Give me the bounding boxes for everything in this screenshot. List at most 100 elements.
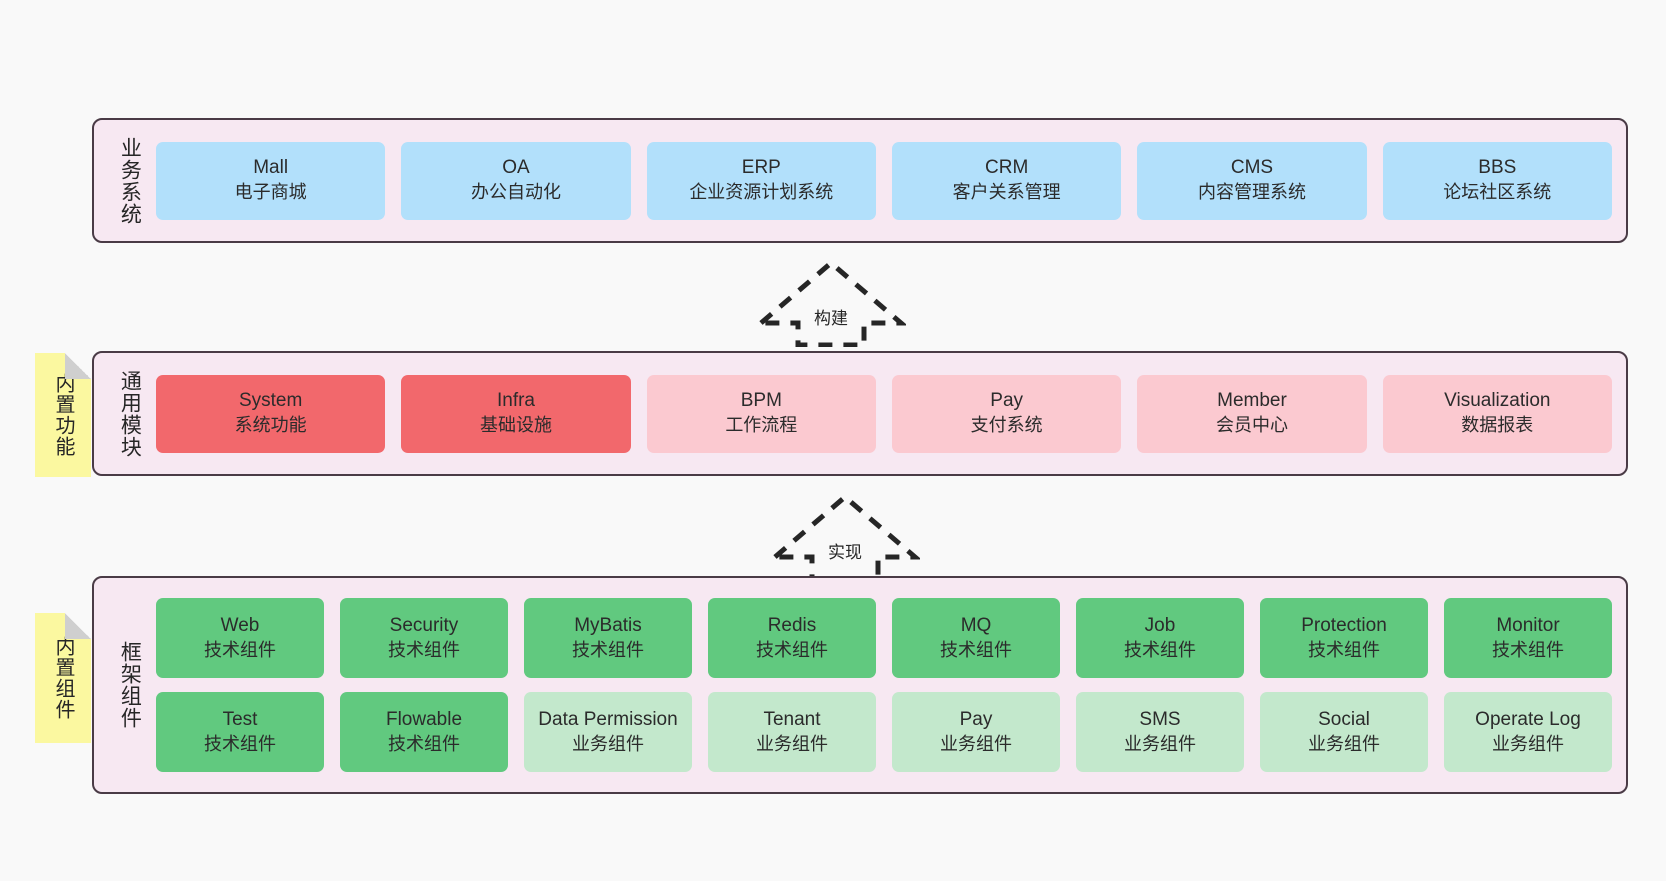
card-title-cn: 技术组件 — [204, 733, 276, 754]
card-bbs[interactable]: BBS 论坛社区系统 — [1382, 141, 1612, 220]
card-title-cn: 技术组件 — [388, 733, 460, 754]
card-title-cn: 论坛社区系统 — [1443, 182, 1552, 203]
card-title-en: Pay — [990, 390, 1024, 412]
card-cms[interactable]: CMS 内容管理系统 — [1137, 141, 1367, 220]
panel-body-framework: Web 技术组件 Security 技术组件 MyBatis 技术组件 Redi… — [152, 578, 1626, 792]
card-security[interactable]: Security 技术组件 — [340, 598, 508, 678]
card-title-cn: 业务组件 — [1308, 733, 1380, 754]
card-title-en: BBS — [1478, 157, 1517, 179]
card-crm[interactable]: CRM 客户关系管理 — [891, 141, 1122, 220]
panel-label-framework: 框架组件 — [118, 641, 142, 729]
card-title-en: Job — [1144, 614, 1176, 636]
card-title-en: Visualization — [1444, 390, 1551, 412]
card-title-cn: 数据报表 — [1461, 415, 1534, 436]
card-member[interactable]: Member 会员中心 — [1137, 374, 1367, 453]
arrow-implement: 实现 — [768, 489, 922, 582]
card-title-en: MQ — [960, 614, 992, 636]
card-test[interactable]: Test 技术组件 — [156, 692, 324, 772]
card-title-cn: 电子商城 — [234, 182, 307, 203]
card-pay-component[interactable]: Pay 业务组件 — [892, 692, 1060, 772]
card-job[interactable]: Job 技术组件 — [1076, 598, 1244, 678]
card-flowable[interactable]: Flowable 技术组件 — [340, 692, 508, 772]
card-title-cn: 技术组件 — [756, 639, 828, 660]
card-title-en: MyBatis — [574, 614, 642, 636]
card-erp[interactable]: ERP 企业资源计划系统 — [646, 141, 876, 220]
card-title-en: Social — [1318, 708, 1370, 730]
up-block-arrow-icon — [754, 259, 908, 348]
panel-label-common: 通用模块 — [118, 369, 142, 458]
card-title-en: System — [238, 390, 303, 412]
card-row: Web 技术组件 Security 技术组件 MyBatis 技术组件 Redi… — [156, 598, 1612, 678]
panel-body-common: System 系统功能 Infra 基础设施 BPM 工作流程 Pay 支付系统… — [152, 353, 1626, 474]
card-title-en: Operate Log — [1475, 708, 1581, 730]
card-title-en: CRM — [985, 157, 1029, 179]
card-sms[interactable]: SMS 业务组件 — [1076, 692, 1244, 772]
up-block-arrow-icon — [768, 493, 922, 582]
card-operate-log[interactable]: Operate Log 业务组件 — [1444, 692, 1612, 772]
card-system[interactable]: System 系统功能 — [156, 374, 386, 453]
card-title-cn: 业务组件 — [940, 733, 1012, 754]
card-title-en: Flowable — [385, 708, 463, 730]
card-mq[interactable]: MQ 技术组件 — [892, 598, 1060, 678]
card-row: System 系统功能 Infra 基础设施 BPM 工作流程 Pay 支付系统… — [156, 374, 1612, 453]
sticky-note-builtin-functions: 内置功能 — [35, 353, 91, 477]
card-title-en: Test — [222, 708, 258, 730]
card-visualization[interactable]: Visualization 数据报表 — [1382, 374, 1612, 453]
card-title-en: SMS — [1139, 708, 1181, 730]
card-web[interactable]: Web 技术组件 — [156, 598, 324, 678]
card-title-cn: 工作流程 — [725, 415, 798, 436]
card-tenant[interactable]: Tenant 业务组件 — [708, 692, 876, 772]
card-title-cn: 业务组件 — [572, 733, 644, 754]
card-title-en: CMS — [1230, 157, 1274, 179]
card-mybatis[interactable]: MyBatis 技术组件 — [524, 598, 692, 678]
card-title-cn: 技术组件 — [1492, 639, 1564, 660]
card-protection[interactable]: Protection 技术组件 — [1260, 598, 1428, 678]
card-title-cn: 技术组件 — [1124, 639, 1196, 660]
card-title-cn: 技术组件 — [204, 639, 276, 660]
card-title-en: Data Permission — [538, 708, 678, 730]
card-social[interactable]: Social 业务组件 — [1260, 692, 1428, 772]
card-title-cn: 企业资源计划系统 — [689, 182, 834, 203]
card-title-cn: 基础设施 — [479, 415, 552, 436]
panel-framework-components: 框架组件 Web 技术组件 Security 技术组件 MyBatis 技术组件… — [92, 576, 1628, 794]
panel-common-modules: 通用模块 System 系统功能 Infra 基础设施 BPM 工作流程 Pay… — [92, 351, 1628, 476]
arrow-build-label: 构建 — [814, 309, 848, 328]
card-title-en: ERP — [741, 157, 781, 179]
card-infra[interactable]: Infra 基础设施 — [401, 374, 631, 453]
card-pay[interactable]: Pay 支付系统 — [891, 374, 1122, 453]
card-title-en: Infra — [496, 390, 535, 412]
card-title-en: Monitor — [1496, 614, 1560, 636]
card-title-en: OA — [502, 157, 530, 179]
card-title-cn: 技术组件 — [940, 639, 1012, 660]
card-title-en: Protection — [1301, 614, 1387, 636]
card-title-cn: 业务组件 — [1124, 733, 1196, 754]
card-title-en: BPM — [740, 390, 782, 412]
sticky-note-label: 内置功能 — [52, 373, 74, 457]
card-title-cn: 技术组件 — [388, 639, 460, 660]
card-redis[interactable]: Redis 技术组件 — [708, 598, 876, 678]
card-title-cn: 内容管理系统 — [1197, 182, 1306, 203]
arrow-build: 构建 — [754, 255, 908, 348]
card-data-permission[interactable]: Data Permission 业务组件 — [524, 692, 692, 772]
card-title-cn: 支付系统 — [970, 415, 1043, 436]
card-bpm[interactable]: BPM 工作流程 — [646, 374, 876, 453]
card-title-cn: 技术组件 — [1308, 639, 1380, 660]
sticky-note-builtin-components: 内置组件 — [35, 613, 91, 743]
card-oa[interactable]: OA 办公自动化 — [401, 141, 631, 220]
card-title-cn: 技术组件 — [572, 639, 644, 660]
card-title-cn: 业务组件 — [1492, 733, 1564, 754]
card-mall[interactable]: Mall 电子商城 — [156, 141, 386, 220]
card-title-en: Member — [1217, 390, 1287, 412]
card-monitor[interactable]: Monitor 技术组件 — [1444, 598, 1612, 678]
sticky-note-label: 内置组件 — [52, 636, 74, 720]
panel-body-business: Mall 电子商城 OA 办公自动化 ERP 企业资源计划系统 CRM 客户关系… — [152, 120, 1626, 241]
card-title-cn: 客户关系管理 — [952, 182, 1061, 203]
card-row: Mall 电子商城 OA 办公自动化 ERP 企业资源计划系统 CRM 客户关系… — [156, 141, 1612, 220]
card-title-cn: 办公自动化 — [470, 182, 561, 203]
panel-business-systems: 业务系统 Mall 电子商城 OA 办公自动化 ERP 企业资源计划系统 CRM… — [92, 118, 1628, 243]
card-title-en: Tenant — [763, 708, 821, 730]
card-title-cn: 业务组件 — [756, 733, 828, 754]
card-title-en: Pay — [959, 708, 993, 730]
card-title-cn: 系统功能 — [234, 415, 307, 436]
card-title-en: Redis — [767, 614, 817, 636]
